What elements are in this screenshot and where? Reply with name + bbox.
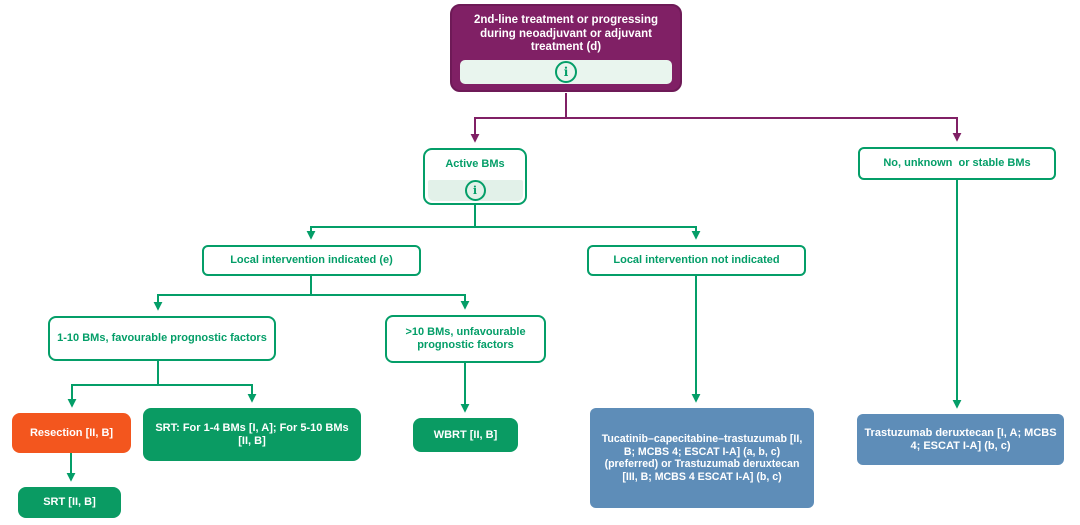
node-active-bms: Active BMs i (423, 148, 527, 205)
node-active-bms-label: Active BMs (445, 158, 505, 171)
node-stable-bms: No, unknown or stable BMs (858, 147, 1056, 180)
node-wbrt: WBRT [II, B] (413, 418, 518, 452)
node-srt-1-4-bms-label: SRT: For 1-4 BMs [I, A]; For 5-10 BMs [I… (155, 421, 352, 447)
node-gt10-bms: >10 BMs, unfavourable prognostic factors (385, 315, 546, 363)
node-local-intervention-indicated-label: Local intervention indicated (e) (230, 254, 393, 267)
node-gt10-bms-label: >10 BMs, unfavourable prognostic factors (405, 326, 529, 351)
node-resection-label: Resection [II, B] (29, 426, 114, 439)
node-srt-1-4-bms: SRT: For 1-4 BMs [I, A]; For 5-10 BMs [I… (143, 408, 361, 461)
info-icon[interactable]: i (555, 61, 577, 83)
node-local-intervention-not-indicated-label: Local intervention not indicated (613, 254, 780, 267)
node-srt-label: SRT [II, B] (43, 496, 96, 509)
node-wbrt-label: WBRT [II, B] (433, 428, 498, 441)
node-1-10-bms: 1-10 BMs, favourable prognostic factors (48, 316, 276, 361)
info-icon-glyph: i (563, 65, 569, 79)
node-1-10-bms-label: 1-10 BMs, favourable prognostic factors (57, 332, 267, 345)
node-2nd-line-treatment-label: 2nd-line treatment or progressing during… (473, 14, 662, 54)
node-resection: Resection [II, B] (12, 413, 131, 453)
node-2nd-line-treatment: 2nd-line treatment or progressing during… (450, 4, 682, 92)
node-local-intervention-indicated: Local intervention indicated (e) (202, 245, 421, 276)
node-srt: SRT [II, B] (18, 487, 121, 518)
node-tucatinib-combo-label: Tucatinib–capecitabine–trastuzumab [II, … (601, 433, 806, 483)
active-bms-info-band: i (427, 179, 523, 201)
node-trastuzumab-deruxtecan: Trastuzumab deruxtecan [I, A; MCBS 4; ES… (857, 414, 1064, 465)
info-icon-glyph: i (472, 183, 478, 197)
node-local-intervention-not-indicated: Local intervention not indicated (587, 245, 806, 276)
node-stable-bms-label: No, unknown or stable BMs (883, 157, 1031, 170)
info-icon[interactable]: i (464, 179, 486, 201)
node-tucatinib-combo: Tucatinib–capecitabine–trastuzumab [II, … (590, 408, 814, 508)
root-info-band: i (460, 60, 672, 84)
node-trastuzumab-deruxtecan-label: Trastuzumab deruxtecan [I, A; MCBS 4; ES… (864, 426, 1060, 452)
